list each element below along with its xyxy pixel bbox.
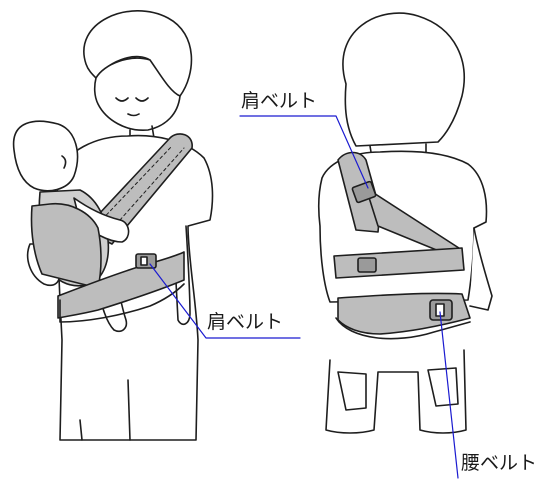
leader-line-waist bbox=[439, 311, 459, 479]
back-right-arm bbox=[469, 227, 493, 311]
front-buckle-slot bbox=[140, 256, 148, 266]
back-pocket-left bbox=[337, 371, 367, 411]
baby-head bbox=[12, 120, 79, 192]
back-view-figure bbox=[317, 12, 493, 434]
front-eyes bbox=[115, 97, 149, 102]
front-face bbox=[93, 57, 181, 131]
shoulder-belt-label-front: 肩ベルト bbox=[207, 311, 284, 333]
back-shoulder-buckle bbox=[351, 180, 377, 204]
back-pants bbox=[325, 349, 467, 434]
baby-carrier-panel bbox=[30, 203, 102, 289]
back-waist-belt-lower bbox=[335, 317, 471, 340]
waist-belt-label: 腰ベルト bbox=[461, 452, 538, 474]
front-waist-belt-lower bbox=[59, 283, 185, 323]
leader-line-shoulder-back bbox=[239, 115, 369, 189]
front-shoulder-belt bbox=[83, 133, 193, 245]
leader-line-shoulder-front bbox=[149, 263, 301, 339]
baby-ear bbox=[61, 155, 67, 169]
front-view-figure bbox=[12, 10, 214, 441]
callout-leader-lines bbox=[149, 115, 459, 479]
back-chest-buckle bbox=[357, 257, 377, 273]
back-hair bbox=[342, 12, 465, 147]
front-legs-divide bbox=[79, 379, 131, 441]
shoulder-belt-label-back: 肩ベルト bbox=[241, 90, 318, 112]
front-mouth bbox=[127, 113, 140, 117]
